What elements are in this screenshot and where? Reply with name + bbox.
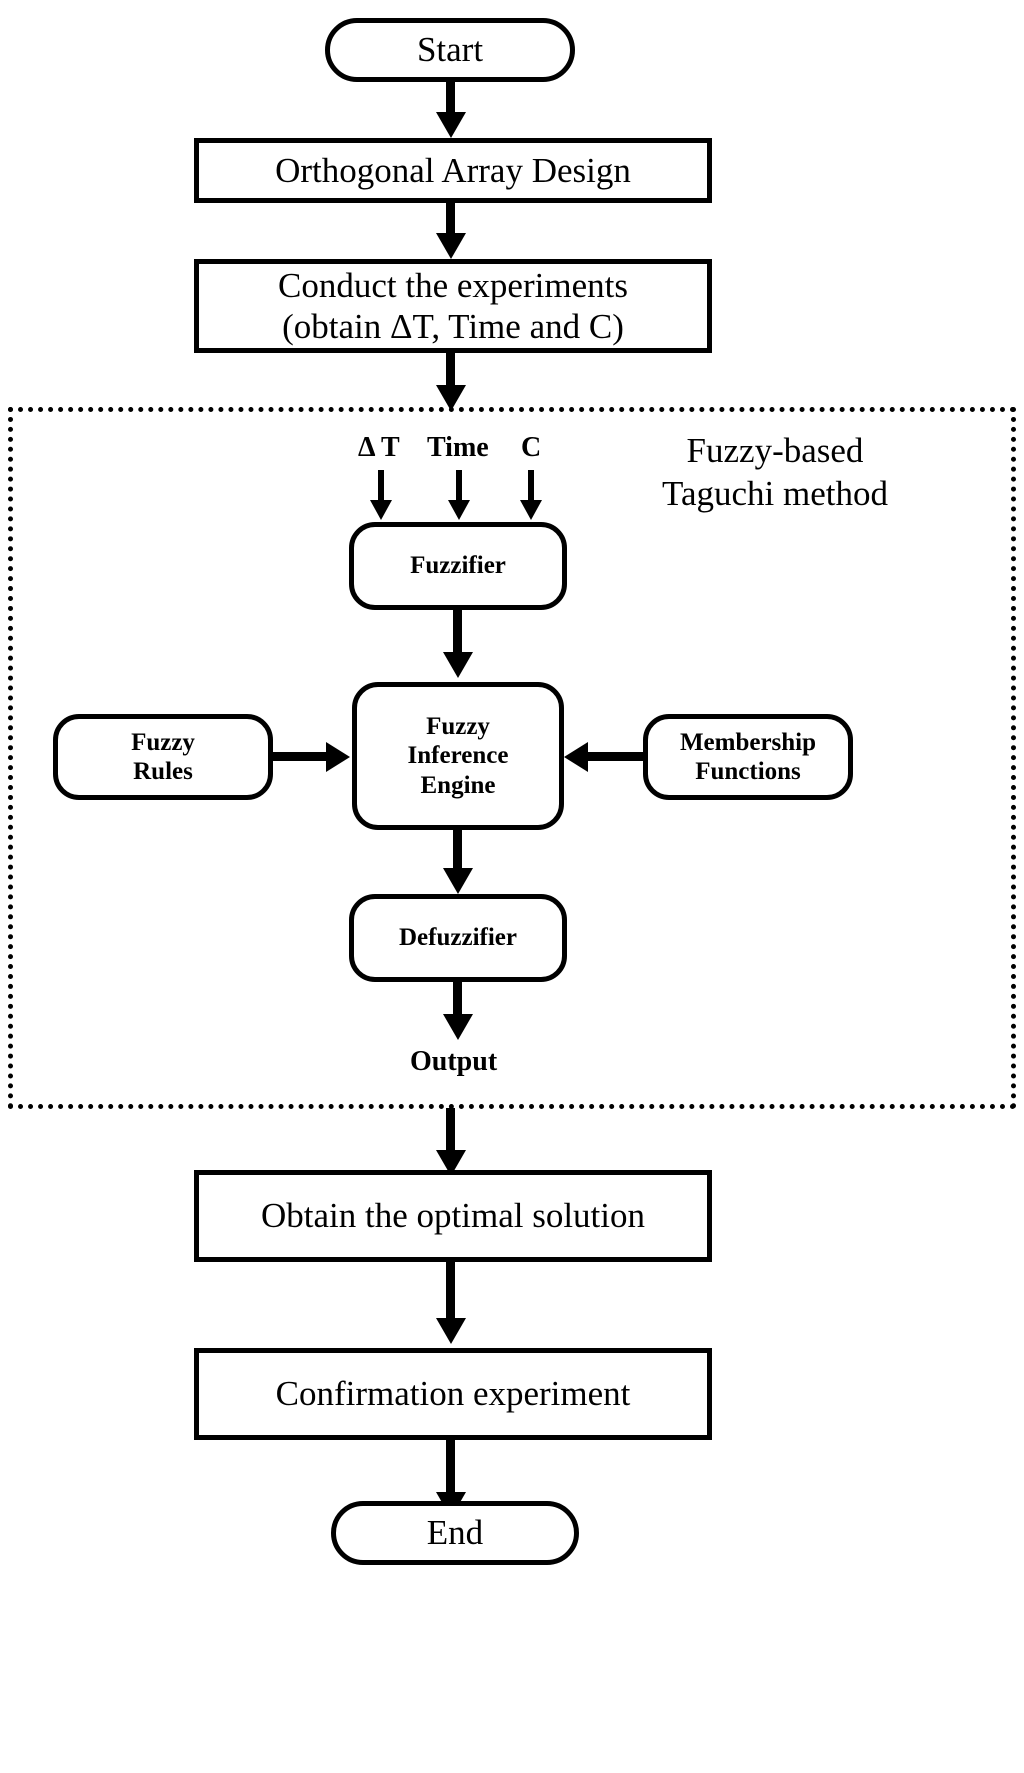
node-membership-functions[interactable]: Membership Functions xyxy=(643,714,853,800)
arrow-engine-to-defuzzifier-shaft xyxy=(453,830,462,874)
input-label-c-text: C xyxy=(521,432,542,463)
arrow-start-to-orthogonal-head xyxy=(436,112,466,138)
input-label-c: C xyxy=(521,432,541,464)
node-orthogonal-array-design[interactable]: Orthogonal Array Design xyxy=(194,138,712,203)
arrow-conduct-to-fuzzy-region-head xyxy=(436,385,466,411)
arrow-c-shaft xyxy=(528,470,534,504)
node-conduct-experiments[interactable]: Conduct the experiments (obtain ΔT, Time… xyxy=(194,259,712,353)
input-label-time-text: Time xyxy=(427,432,489,463)
node-conduct-experiments-line2: (obtain ΔT, Time and C) xyxy=(282,307,624,346)
arrow-fuzzy-rules-to-engine-shaft xyxy=(273,752,329,761)
fuzzy-region-title-line2: Taguchi method xyxy=(662,473,888,513)
node-defuzzifier-label: Defuzzifier xyxy=(399,924,517,952)
arrow-optimal-to-confirmation-shaft xyxy=(446,1262,455,1324)
arrow-confirmation-to-end-shaft xyxy=(446,1440,455,1498)
arrow-start-to-orthogonal-shaft xyxy=(446,82,455,118)
node-fuzzy-inference-engine-line1: Fuzzy xyxy=(426,712,490,740)
node-membership-functions-line1: Membership xyxy=(679,728,817,756)
output-label-text: Output xyxy=(410,1046,498,1077)
output-label: Output xyxy=(410,1046,497,1078)
arrow-defuzzifier-to-output-shaft xyxy=(453,982,462,1020)
node-obtain-optimal-solution-label: Obtain the optimal solution xyxy=(261,1196,645,1236)
input-label-delta-t-text: Δ T xyxy=(358,432,400,463)
node-fuzzifier[interactable]: Fuzzifier xyxy=(349,522,567,610)
arrow-c-head xyxy=(520,500,542,520)
node-fuzzy-rules[interactable]: Fuzzy Rules xyxy=(53,714,273,800)
arrow-fuzzifier-to-engine-shaft xyxy=(453,610,462,658)
node-confirmation-experiment-label: Confirmation experiment xyxy=(275,1374,631,1414)
node-defuzzifier[interactable]: Defuzzifier xyxy=(349,894,567,982)
arrow-delta-t-head xyxy=(370,500,392,520)
arrow-orthogonal-to-conduct-shaft xyxy=(446,203,455,239)
fuzzy-taguchi-region xyxy=(8,407,1016,1109)
arrow-delta-t-shaft xyxy=(378,470,384,504)
node-fuzzifier-label: Fuzzifier xyxy=(410,552,506,580)
arrow-output-to-optimal-shaft xyxy=(446,1108,455,1156)
arrow-membership-to-engine-shaft xyxy=(588,752,644,761)
node-fuzzy-inference-engine-line2: Inference xyxy=(407,742,509,770)
node-start[interactable]: Start xyxy=(325,18,575,82)
node-start-label: Start xyxy=(416,30,484,70)
arrow-fuzzy-rules-to-engine-head xyxy=(326,742,350,772)
node-conduct-experiments-line1: Conduct the experiments xyxy=(278,265,628,305)
arrow-conduct-to-fuzzy-region-shaft xyxy=(446,353,455,391)
node-confirmation-experiment[interactable]: Confirmation experiment xyxy=(194,1348,712,1440)
arrow-orthogonal-to-conduct-head xyxy=(436,233,466,259)
fuzzy-region-title-line1: Fuzzy-based xyxy=(686,431,864,470)
arrow-defuzzifier-to-output-head xyxy=(443,1014,473,1040)
arrow-optimal-to-confirmation-head xyxy=(436,1318,466,1344)
arrow-fuzzifier-to-engine-head xyxy=(443,652,473,678)
node-fuzzy-rules-line2: Rules xyxy=(133,758,193,785)
node-fuzzy-rules-line1: Fuzzy xyxy=(131,728,195,756)
node-fuzzy-inference-engine-line3: Engine xyxy=(420,771,496,799)
node-membership-functions-line2: Functions xyxy=(695,758,801,785)
node-fuzzy-inference-engine[interactable]: Fuzzy Inference Engine xyxy=(352,682,564,830)
arrow-time-head xyxy=(448,500,470,520)
node-end-label: End xyxy=(426,1513,484,1553)
fuzzy-region-title: Fuzzy-based Taguchi method xyxy=(630,430,920,515)
node-obtain-optimal-solution[interactable]: Obtain the optimal solution xyxy=(194,1170,712,1262)
arrow-membership-to-engine-head xyxy=(564,742,588,772)
node-end[interactable]: End xyxy=(331,1501,579,1565)
arrow-time-shaft xyxy=(456,470,462,504)
arrow-engine-to-defuzzifier-head xyxy=(443,868,473,894)
input-label-delta-t: Δ T xyxy=(358,432,400,464)
input-label-time: Time xyxy=(427,432,489,464)
node-orthogonal-array-design-label: Orthogonal Array Design xyxy=(275,150,631,190)
